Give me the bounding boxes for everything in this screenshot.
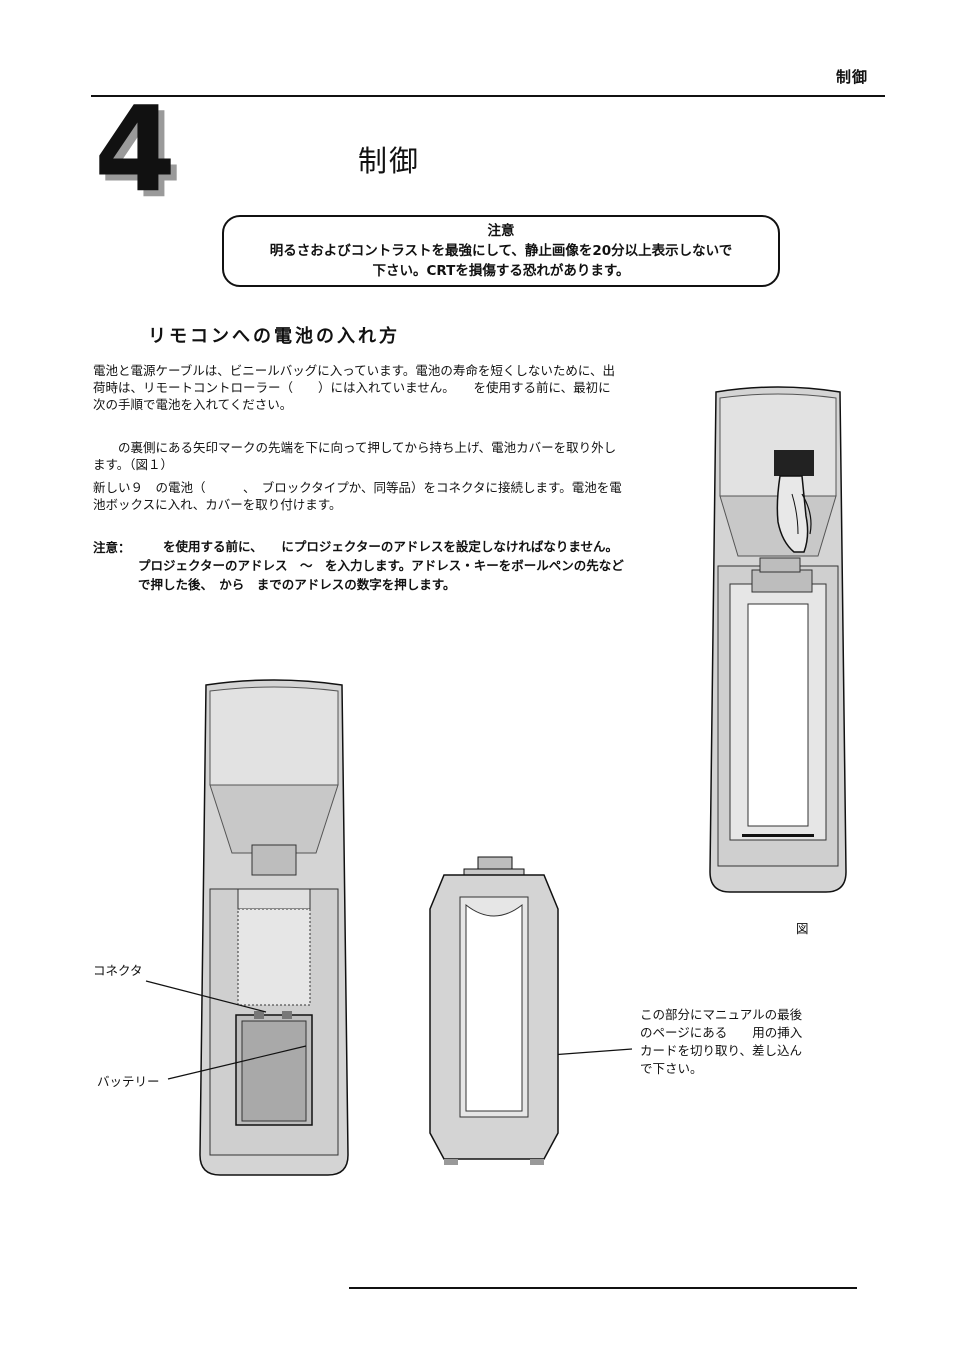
battery-cover-figure [429,856,559,1165]
caution-heading: 注意 [487,223,515,239]
caution-line-1: 明るさおよびコントラストを最強にして、静止画像を20分以上表示しないで [269,243,733,259]
header-section-label: 制御 [835,68,868,86]
caution-line-2: 下さい。CRTを損傷する恐れがあります。 [372,263,630,279]
chapter-number: 4 [94,92,176,212]
chapter-number-graphic: 4 4 [94,92,180,212]
note-body: を使用する前に、 にプロジェクターのアドレスを設定しなければなりません。 プロジ… [138,537,628,594]
insert-card-note: この部分にマニュアルの最後のページにある 用の挿入カードを切り取り、差し込んで下… [640,1007,803,1076]
intro-paragraph: 電池と電源ケーブルは、ビニールバッグに入っています。電池の寿命を短くしないために… [93,363,616,412]
battery-leader-line [167,1045,307,1080]
note-line-1: を使用する前に、 にプロジェクターのアドレスを設定しなければなりません。 [138,539,619,554]
finger-hand-icon [774,450,814,553]
header-rule [91,95,885,97]
chapter-number-shadow: 4 [100,92,180,212]
connector-label: コネクタ [93,963,143,978]
chapter-title: 制御 [358,144,421,178]
figure-label: 図 [796,921,809,936]
caution-box: 注意 明るさおよびコントラストを最強にして、静止画像を20分以上表示しないで 下… [222,215,780,287]
remote-back-figure [709,386,847,893]
note-label: 注意： [93,540,131,555]
connector-leader-line [145,980,267,1013]
battery-label: バッテリー [97,1074,160,1089]
step-2-paragraph: 新しい９ の電池（ 、 ブロックタイプか、同等品）をコネクタに接続します。電池を… [93,480,622,512]
note-line-2: プロジェクターのアドレス ～ を入力します。アドレス・キーをボールペンの先などで… [138,558,624,592]
section-title: リモコンへの電池の入れ方 [148,326,400,347]
remote-battery-figure [199,679,349,1176]
step-1-paragraph: の裏側にある矢印マークの先端を下に向って押してから持ち上げ、電池カバーを取り外し… [93,440,617,472]
footer-rule [349,1287,857,1289]
